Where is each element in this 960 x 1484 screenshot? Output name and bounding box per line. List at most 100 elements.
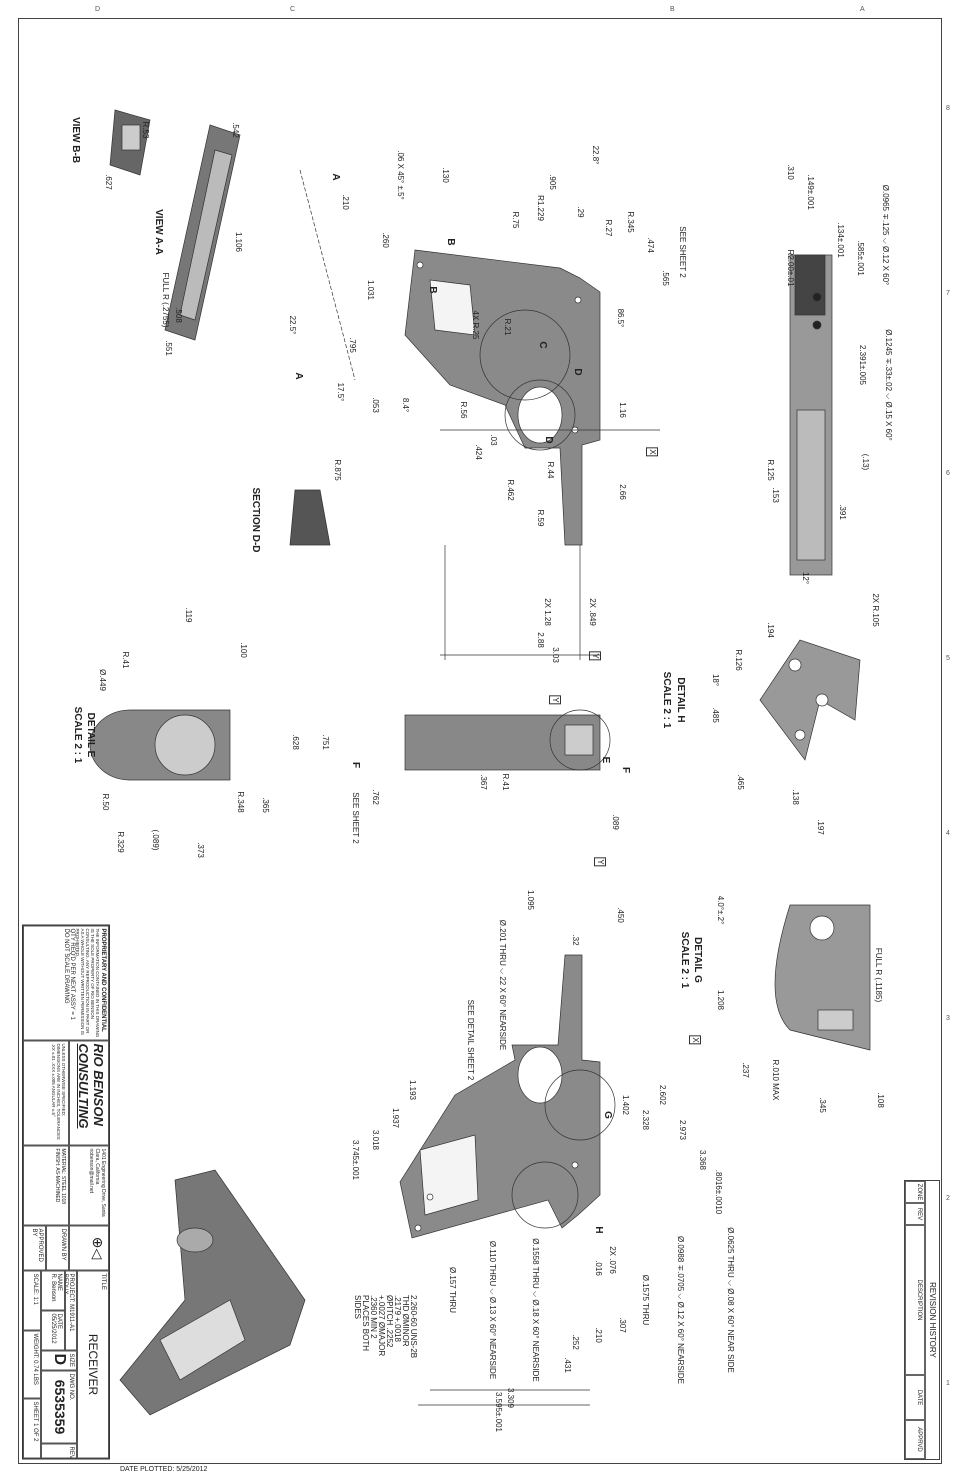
dimension: .465 (736, 774, 745, 790)
view-scale: SCALE 2 : 1 (679, 931, 690, 989)
dimension: R.875 (333, 459, 342, 481)
project: PROJECT: M1911-A1 REDUX (65, 1270, 77, 1351)
dimension: (.089) (151, 829, 160, 851)
dimension: .06 X 45° ±.5° (396, 150, 405, 200)
dimension: R.21 (503, 318, 512, 336)
section-marker: D (543, 436, 554, 444)
dimension: .485 (711, 707, 720, 723)
zone-marker: D (95, 6, 101, 13)
receiver-side-view (404, 249, 601, 546)
qty-note: QTY REQ'D PER NEXT ASSY = 1 (69, 928, 75, 1020)
dimension: .905 (548, 174, 557, 190)
dimension: R.44 (546, 461, 555, 479)
zone-marker: A (860, 6, 865, 13)
dimension: .134±.001 (836, 222, 845, 258)
dimension: R.41 (501, 773, 510, 791)
hole-callout: Ø.0625 THRU ⌵ Ø.08 X 60° NEAR SIDE (726, 1227, 735, 1373)
proprietary-heading: PROPRIETARY AND CONFIDENTIAL (100, 928, 106, 1032)
proprietary-notice: PROPRIETARY AND CONFIDENTIAL THE INFORMA… (23, 925, 109, 1041)
dimension: R.59 (536, 509, 545, 527)
dimension: .197 (816, 819, 825, 835)
dimension: .210 (594, 1327, 603, 1343)
dimension: 4X R.25 (471, 310, 480, 340)
dimension: 1.16 (618, 402, 627, 418)
dimension: R.329 (116, 831, 125, 853)
dimension: .307 (618, 1317, 627, 1333)
dimension: .016 (594, 1260, 603, 1276)
dimension: .089 (611, 814, 620, 830)
detail-marker: C (537, 341, 548, 349)
projection-symbol-icon: ⊕◁ (69, 1225, 109, 1271)
detail-marker: G (602, 1111, 613, 1119)
date-plotted: DATE PLOTTED: 5/25/2012 (120, 1466, 208, 1473)
dimension: 86.5° (616, 308, 625, 328)
dimension: 17.5° (336, 382, 345, 402)
receiver-bottom-view (399, 954, 616, 1239)
dimension: .119 (184, 607, 193, 623)
view-label: DETAIL H (675, 677, 686, 723)
dimension: 1.208 (716, 989, 725, 1011)
dimension: .627 (104, 174, 113, 190)
dimension: .053 (371, 397, 380, 413)
datum-marker: X (646, 447, 658, 457)
dimension: .551 (164, 340, 173, 356)
dimension: .345 (818, 1097, 827, 1113)
zone-marker: 5 (946, 655, 950, 662)
view-aa-part (164, 124, 241, 341)
rev-col-zone: ZONE (905, 1181, 925, 1203)
dwg-number: 6535359 (52, 1379, 68, 1435)
dimension: .628 (291, 734, 300, 750)
dimension: FULL R (.1185) (874, 947, 883, 1003)
dimension: .310 (786, 164, 795, 180)
dimension: Ø.449 (98, 669, 107, 691)
note: SEE SHEET 2 (351, 792, 360, 844)
dimension: .8016±.0010 (714, 1169, 723, 1215)
name-label: NAME (56, 1273, 62, 1291)
zone-marker: B (670, 6, 675, 13)
dimension: 1.193 (408, 1079, 417, 1101)
dimension: 22.8° (591, 145, 600, 165)
size-label: SIZE (68, 1353, 74, 1367)
scale: SCALE: 1:1 (23, 1270, 41, 1331)
view-label: DETAIL E (85, 712, 96, 758)
title-label: TITLE (100, 1273, 106, 1290)
section-marker: F (620, 766, 631, 774)
dimension: .03 (489, 434, 498, 446)
dimension: 12° (801, 571, 810, 585)
dimension: R.010 MAX (771, 1059, 780, 1101)
email: riobenson@mail.net (88, 1148, 94, 1194)
dimension: 4.0°±.2° (716, 895, 725, 925)
detail-marker: H (593, 1226, 604, 1234)
dimension: .260 (381, 232, 390, 248)
rev-cell: REV (41, 1443, 77, 1459)
dimension: 1.106 (234, 231, 243, 253)
dimension: 2.602 (658, 1084, 667, 1106)
dimension: 2.973 (678, 1119, 687, 1141)
dimension: .751 (321, 734, 330, 750)
dimension: R.462 (506, 479, 515, 501)
dimension: R1.229 (536, 195, 545, 221)
zone-marker: 8 (946, 105, 950, 112)
dimension: R.126 (734, 649, 743, 671)
dwg-no-cell: DWG NO.6535359 (41, 1370, 77, 1444)
approved-by: APPROVED BY (23, 1225, 46, 1271)
dimension: .508 (174, 307, 183, 323)
dimension: 22.5° (288, 315, 297, 335)
dimension: .585±.001 (856, 240, 865, 276)
view-bb-part (109, 109, 151, 176)
dimension: .565 (661, 270, 670, 286)
zone-marker: 4 (946, 830, 950, 837)
material: MATERIAL: STEEL 1018 (60, 1148, 66, 1205)
rev-col-rev: REV (905, 1203, 925, 1225)
dimension: 1.095 (526, 889, 535, 911)
sheet-number: SHEET 1 OF 2 (23, 1398, 41, 1459)
section-marker: F (350, 761, 361, 769)
hole-callout: Ø.157 THRU (448, 1266, 457, 1314)
dimension: (.13) (861, 453, 870, 471)
dimension: .210 (341, 194, 350, 210)
view-label: DETAIL G (692, 937, 703, 983)
dimension: 2.328 (641, 1109, 650, 1131)
